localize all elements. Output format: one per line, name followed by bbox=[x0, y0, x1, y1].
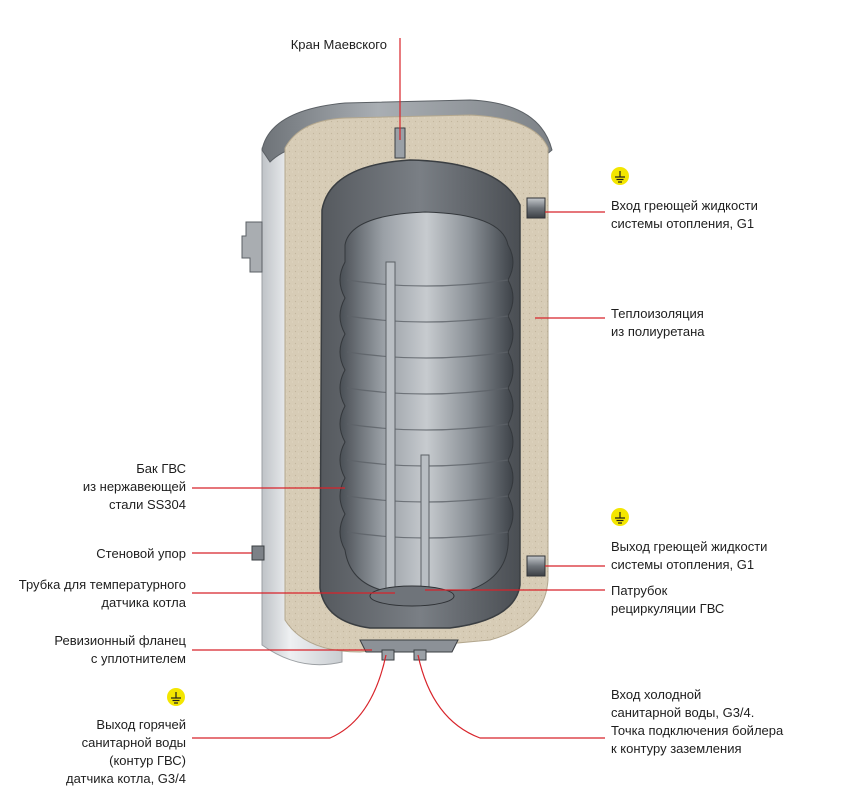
label-recirculation: Патрубок рециркуляции ГВС bbox=[611, 583, 725, 616]
label-cold-inlet: Вход холодной санитарной воды, G3/4. Точ… bbox=[611, 687, 784, 756]
label-air-valve: Кран Маевского bbox=[290, 37, 387, 52]
label-wall-stop: Стеновой упор bbox=[96, 546, 186, 561]
label-flange: Ревизионный фланец с уплотнителем bbox=[54, 633, 186, 666]
wall-bracket bbox=[241, 221, 263, 273]
sensor-tube-short bbox=[420, 454, 430, 596]
ground-icon bbox=[611, 167, 629, 185]
heating-inlet-pipe bbox=[526, 197, 546, 219]
bottom-fittings bbox=[359, 639, 459, 653]
label-insulation: Теплоизоляция из полиуретана bbox=[611, 306, 705, 339]
label-heating-inlet: Вход греющей жидкости системы отопления,… bbox=[611, 198, 758, 231]
label-hot-outlet: Выход горячей санитарной воды (контур ГВ… bbox=[65, 717, 186, 786]
label-tank: Бак ГВС из нержавеющей стали SS304 bbox=[82, 461, 186, 512]
ground-icon bbox=[611, 508, 629, 526]
flange bbox=[369, 585, 455, 607]
sensor-tube-long bbox=[385, 261, 396, 593]
heating-outlet-pipe bbox=[526, 555, 546, 577]
leader-cold-inlet bbox=[417, 654, 605, 739]
ground-icon bbox=[167, 688, 185, 706]
label-heating-outlet: Выход греющей жидкости системы отопления… bbox=[611, 539, 768, 572]
leader-hot-outlet bbox=[192, 654, 387, 739]
label-sensor-tube: Трубка для температурного датчика котла bbox=[18, 577, 186, 610]
wall-stop bbox=[251, 545, 265, 561]
